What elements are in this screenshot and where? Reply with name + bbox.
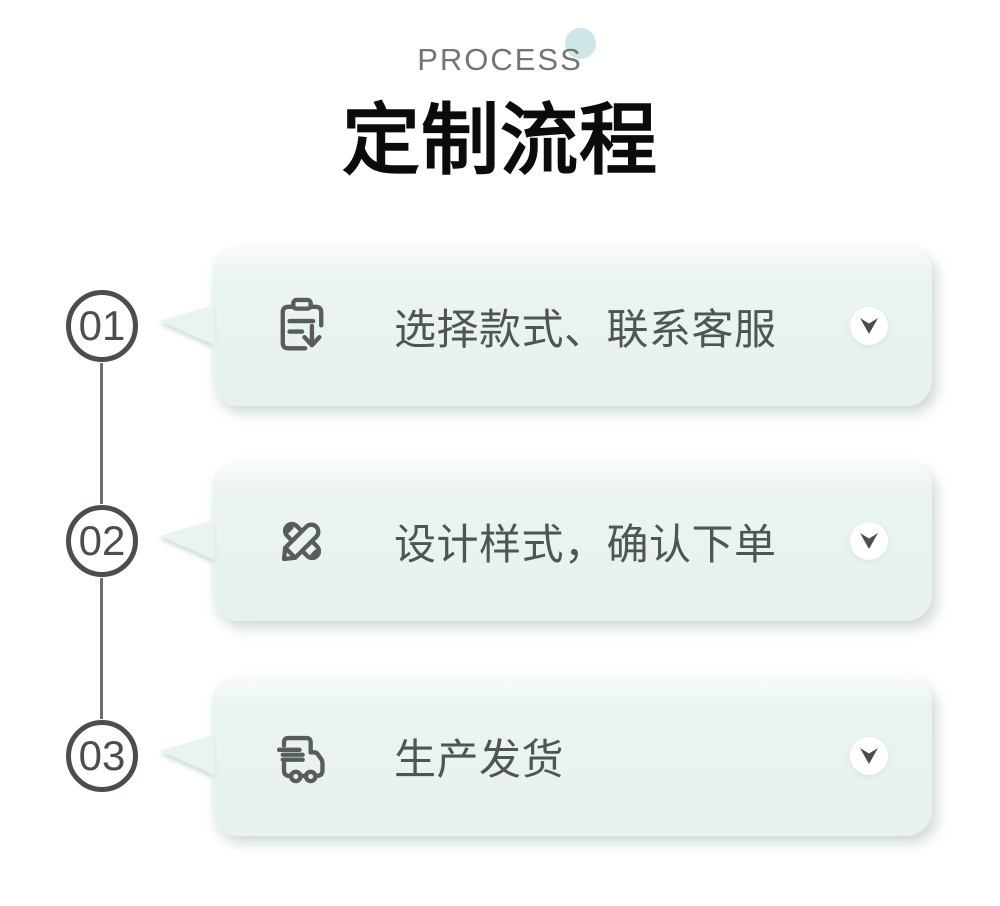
card-pointer xyxy=(160,735,214,775)
card-pointer xyxy=(160,520,214,560)
process-step-2: 02 设计样式，确认下单 xyxy=(0,460,1000,622)
step-card[interactable]: 设计样式，确认下单 xyxy=(160,461,932,621)
step-number-badge: 01 xyxy=(66,290,138,362)
card-pointer xyxy=(160,305,214,345)
expand-button[interactable] xyxy=(850,522,888,560)
step-icon-circle xyxy=(251,490,353,592)
page-title: 定制流程 xyxy=(341,96,658,184)
design-tools-icon xyxy=(281,521,322,562)
eyebrow-label: PROCESS xyxy=(417,42,583,77)
delivery-truck-icon xyxy=(276,735,325,784)
step-card[interactable]: 选择款式、联系客服 xyxy=(160,246,932,406)
process-step-3: 03 生产发货 xyxy=(0,675,1000,837)
expand-button[interactable] xyxy=(850,737,888,775)
step-number-badge: 02 xyxy=(66,505,138,577)
expand-button[interactable] xyxy=(850,307,888,345)
section-eyebrow: PROCESS xyxy=(0,28,1000,78)
step-number-badge: 03 xyxy=(66,720,138,792)
step-card[interactable]: 生产发货 xyxy=(160,676,932,836)
step-label: 设计样式，确认下单 xyxy=(394,520,777,568)
process-step-1: 01 选择款式、联系客服 xyxy=(0,245,1000,407)
step-connector-line xyxy=(100,578,103,719)
step-connector-line xyxy=(100,363,103,504)
step-label: 生产发货 xyxy=(394,735,565,783)
chevron-down-icon xyxy=(860,533,878,549)
chevron-down-icon xyxy=(860,748,878,764)
chevron-down-icon xyxy=(860,318,878,334)
step-icon-circle xyxy=(251,705,353,807)
eyebrow-accent-dot xyxy=(564,28,596,59)
step-label: 选择款式、联系客服 xyxy=(394,305,777,353)
clipboard-order-icon xyxy=(280,297,324,351)
step-icon-circle xyxy=(251,275,353,377)
